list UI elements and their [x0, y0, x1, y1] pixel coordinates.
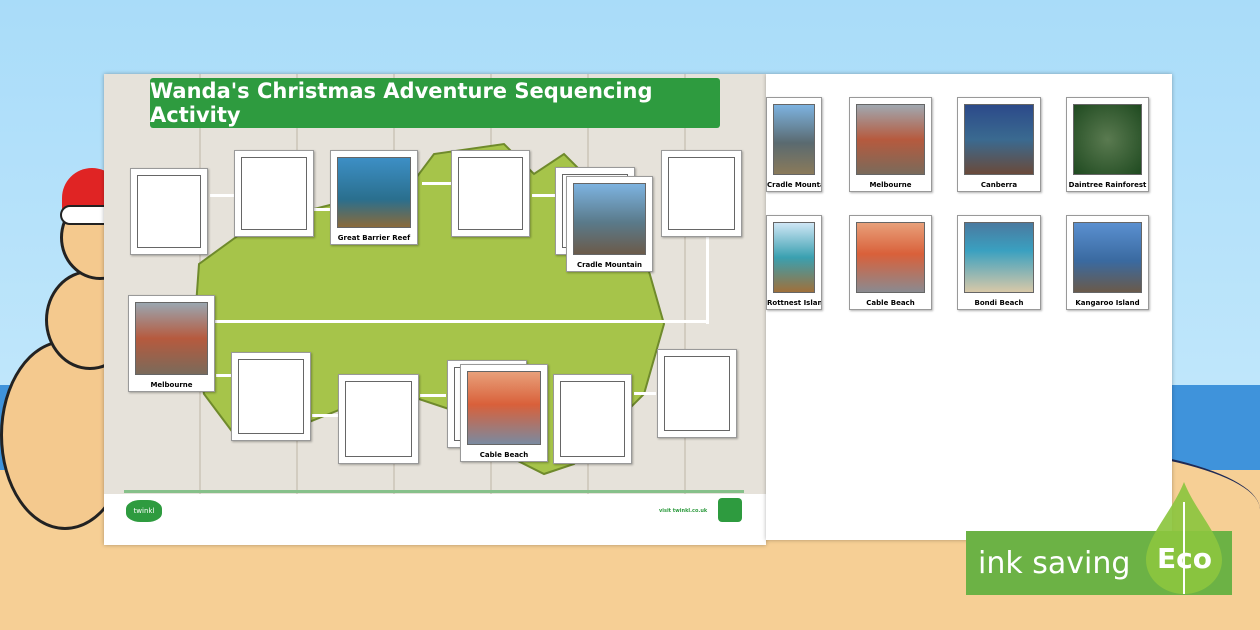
- photo-card[interactable]: Canberra: [957, 97, 1041, 192]
- arrow: [532, 194, 558, 197]
- arrow: [706, 234, 709, 324]
- ink-saving-label: ink saving: [978, 545, 1131, 581]
- arrow: [634, 392, 656, 395]
- photo-card[interactable]: Bondi Beach: [957, 215, 1041, 310]
- empty-slot[interactable]: [553, 374, 632, 464]
- empty-slot[interactable]: [338, 374, 419, 464]
- empty-slot[interactable]: [231, 352, 311, 441]
- photo-card[interactable]: Melbourne: [128, 295, 215, 392]
- arrow: [314, 208, 332, 211]
- photo-card[interactable]: Great Barrier Reef: [330, 150, 418, 245]
- photo-card[interactable]: Melbourne: [849, 97, 932, 192]
- arrow: [216, 374, 236, 377]
- twinkl-logo: twinkl: [126, 500, 162, 522]
- photo-card[interactable]: Cable Beach: [460, 364, 548, 462]
- cut-out-sheet: Cradle Mountain Melbourne Canberra Daint…: [766, 74, 1172, 540]
- photo-card[interactable]: Cable Beach: [849, 215, 932, 310]
- footer-divider: [124, 490, 744, 493]
- empty-slot[interactable]: [234, 150, 314, 237]
- photo-card[interactable]: Kangaroo Island: [1066, 215, 1149, 310]
- arrow: [420, 394, 446, 397]
- photo-card[interactable]: Daintree Rainforest: [1066, 97, 1149, 192]
- arrow: [214, 320, 709, 323]
- eco-label: Eco: [1157, 542, 1212, 575]
- photo-card[interactable]: Cradle Mountain: [566, 176, 653, 272]
- photo-card[interactable]: Rottnest Island: [766, 215, 822, 310]
- empty-slot[interactable]: [657, 349, 737, 438]
- arrow: [210, 194, 234, 197]
- page-title: Wanda's Christmas Adventure Sequencing A…: [150, 78, 720, 128]
- leaf-drop-icon: [1146, 482, 1222, 594]
- photo-card[interactable]: Cradle Mountain: [766, 97, 822, 192]
- footer-text: visit twinkl.co.uk: [659, 508, 708, 514]
- empty-slot[interactable]: [130, 168, 208, 255]
- arrow: [422, 182, 452, 185]
- activity-sheet: Wanda's Christmas Adventure Sequencing A…: [104, 74, 766, 545]
- empty-slot[interactable]: [451, 150, 530, 237]
- quality-logo: [718, 498, 742, 522]
- arrow: [312, 414, 340, 417]
- empty-slot[interactable]: [661, 150, 742, 237]
